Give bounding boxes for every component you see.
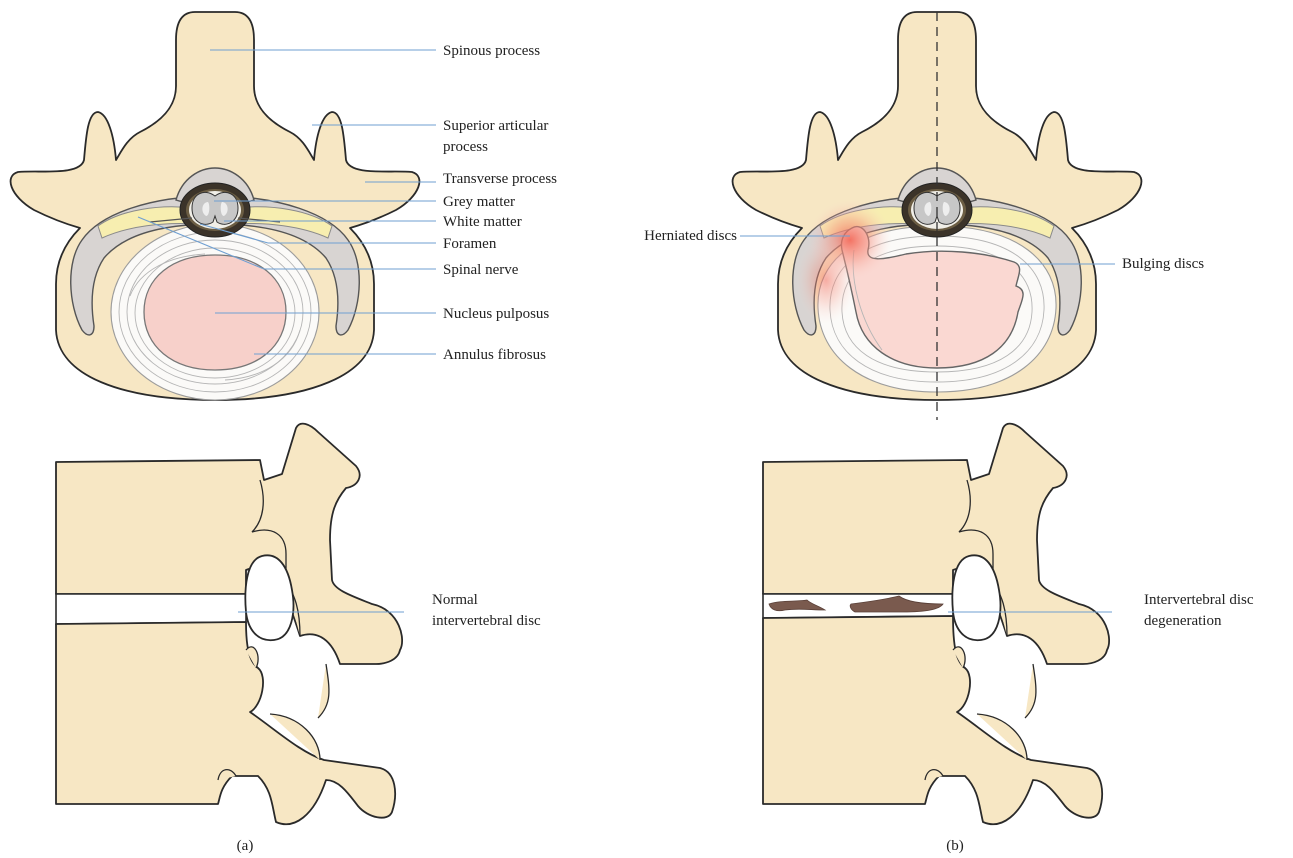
- panel-a-sagittal-labels: Normal intervertebral disc: [432, 592, 541, 629]
- panel-a-axial-labels: Spinous process Superior articular proce…: [443, 43, 557, 363]
- panel-a-sagittal: [56, 424, 402, 825]
- label-normal-disc-1: Normal: [432, 592, 478, 608]
- label-transverse-process: Transverse process: [443, 171, 557, 187]
- label-nucleus-pulposus: Nucleus pulposus: [443, 306, 549, 322]
- panel-b-sagittal-labels: Intervertebral disc degeneration: [1144, 592, 1254, 629]
- normal-disc-a: [56, 594, 246, 624]
- label-bulging-discs: Bulging discs: [1122, 256, 1204, 272]
- label-foramen: Foramen: [443, 236, 497, 252]
- label-spinal-nerve: Spinal nerve: [443, 262, 519, 278]
- panel-b-axial: [733, 12, 1142, 420]
- label-grey-matter: Grey matter: [443, 194, 515, 210]
- label-herniated-discs: Herniated discs: [644, 228, 737, 244]
- label-spinous-process: Spinous process: [443, 43, 540, 59]
- label-superior-articular-1: Superior articular: [443, 118, 548, 134]
- caption-a: (a): [237, 838, 254, 854]
- label-degenerated-disc-2: degeneration: [1144, 613, 1222, 629]
- foramen-opening-a: [245, 555, 293, 640]
- panel-a-axial: [11, 12, 420, 400]
- label-white-matter: White matter: [443, 214, 522, 230]
- label-degenerated-disc-1: Intervertebral disc: [1144, 592, 1254, 608]
- caption-b: (b): [946, 838, 964, 854]
- spinal-cord-a: [180, 183, 250, 237]
- label-normal-disc-2: intervertebral disc: [432, 613, 541, 629]
- panel-b-sagittal: [763, 424, 1109, 825]
- label-annulus-fibrosus: Annulus fibrosus: [443, 347, 546, 363]
- label-superior-articular-2: process: [443, 139, 488, 155]
